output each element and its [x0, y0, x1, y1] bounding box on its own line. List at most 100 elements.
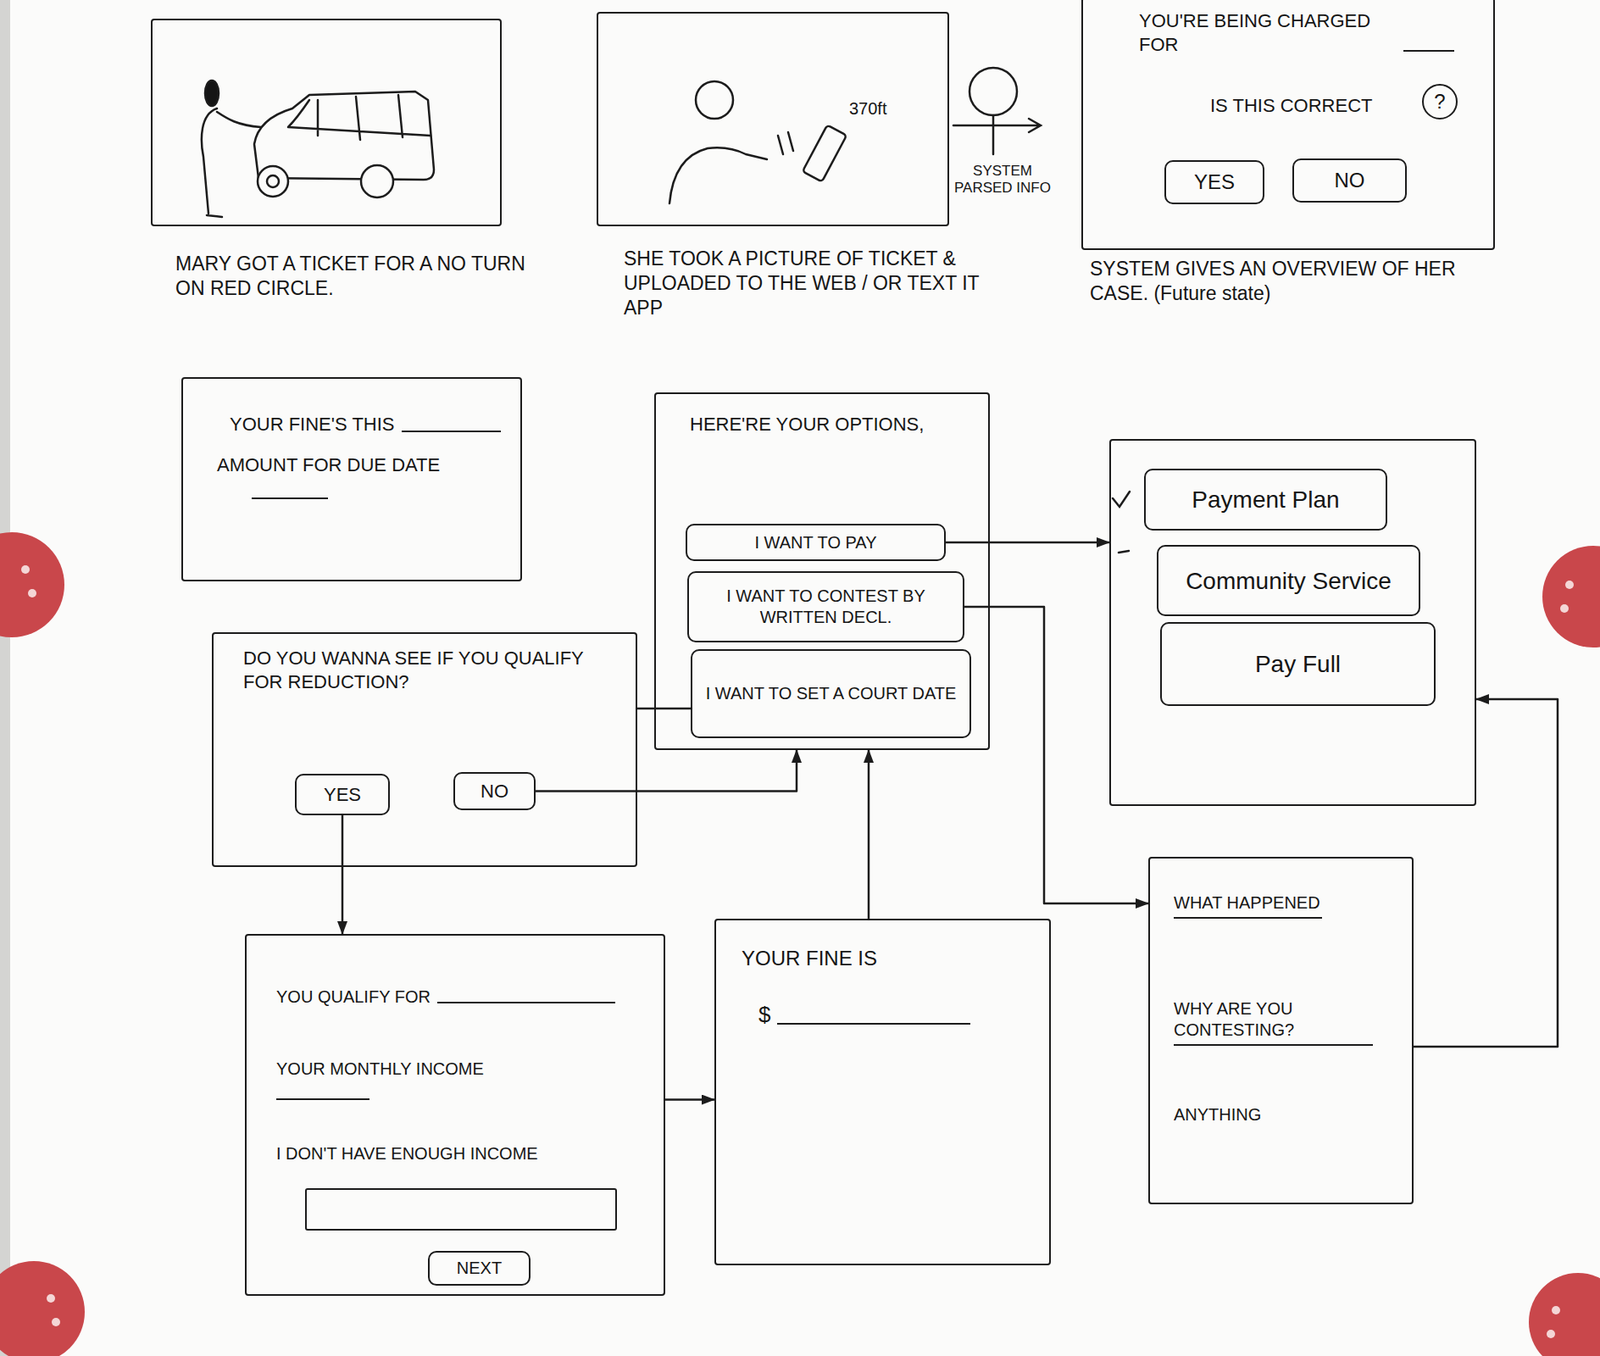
button-box: YES [294, 773, 390, 816]
van-hub [266, 175, 279, 188]
magnet-dot [1560, 604, 1569, 613]
option-marks [1112, 491, 1130, 553]
storyboard-panel: Payment PlanCommunity ServicePay Full [1109, 438, 1477, 806]
text-line: WHAT HAPPENED [1173, 892, 1396, 914]
panel-text: $ [758, 1000, 771, 1029]
panel-text: ANYTHING [1173, 1104, 1262, 1126]
van-wheel [257, 166, 289, 197]
text-row: SYSTEM GIVES AN OVERVIEW OF HER CASE. (F… [1089, 256, 1514, 306]
text-line: YOUR FINE'S THIS [229, 412, 501, 437]
person-body [201, 108, 262, 217]
text-row: AMOUNT FOR DUE DATE [216, 453, 506, 500]
text-line: I DON'T HAVE ENOUGH INCOME [276, 1143, 633, 1165]
flow-arrow [535, 750, 797, 792]
panel-text: YOU QUALIFY FOR [276, 986, 431, 1008]
magnet-dot [51, 1317, 61, 1327]
system-head [969, 67, 1017, 116]
text-line: YOUR MONTHLY INCOME [276, 1058, 616, 1080]
button-label: NO [1334, 167, 1366, 194]
text-line: IS THIS CORRECT [1210, 94, 1414, 118]
panel-text: WHY ARE YOU CONTESTING? [1173, 998, 1396, 1041]
flow-arrow [637, 707, 691, 711]
magnet-dot [1551, 1305, 1561, 1315]
panel-text: I DON'T HAVE ENOUGH INCOME [276, 1143, 539, 1165]
panel-text: YOUR FINE IS [741, 945, 878, 972]
photo-scene [669, 81, 847, 204]
text-row: HERE'RE YOUR OPTIONS, [689, 412, 978, 437]
button-box: NO [453, 772, 536, 811]
blank-line [276, 1098, 370, 1100]
button-label: NO [480, 779, 509, 804]
button-box: YES [1164, 160, 1265, 205]
camera-flash [777, 132, 794, 155]
person-head [695, 81, 734, 119]
blank-line [1403, 50, 1455, 52]
panel-caption: SYSTEM GIVES AN OVERVIEW OF HER CASE. (F… [1089, 256, 1514, 306]
text-line: WHY ARE YOU CONTESTING? [1173, 998, 1396, 1041]
annotation-label: 370ft [849, 98, 917, 119]
text-row: YOUR FINE'S THIS [229, 412, 501, 437]
panel-caption: SHE TOOK A PICTURE OF TICKET & UPLOADED … [623, 246, 989, 320]
magnet-dot [1546, 1329, 1556, 1339]
magnet [0, 532, 65, 638]
text-line: SYSTEM GIVES AN OVERVIEW OF HER CASE. (F… [1089, 256, 1514, 306]
panel-text: WHAT HAPPENED [1173, 892, 1321, 914]
text-row: WHAT HAPPENED [1173, 892, 1396, 919]
storyboard-panel: YOUR FINE'S THIS AMOUNT FOR DUE DATE [181, 377, 523, 582]
magnet-dot [46, 1294, 56, 1303]
text-row: YOUR MONTHLY INCOME [276, 1058, 616, 1100]
magnet [1542, 545, 1600, 648]
ticket-scene [201, 80, 434, 217]
panel-text: IS THIS CORRECT [1210, 94, 1373, 118]
help-mark: ? [1433, 88, 1445, 115]
text-row: MARY GOT A TICKET FOR A NO TURN ON RED C… [175, 251, 532, 301]
system-figure [953, 67, 1041, 155]
text-row: YOU'RE BEING CHARGED FOR [1138, 9, 1455, 56]
text-row: YOU QUALIFY FOR [276, 986, 616, 1008]
storyboard-panel: HERE'RE YOUR OPTIONS,I WANT TO PAYI WANT… [654, 392, 990, 750]
flow-arrow [867, 750, 871, 919]
button-box: Payment Plan [1144, 468, 1388, 531]
blank-line [251, 497, 328, 500]
system-arrow [953, 115, 1041, 155]
text-line: HERE'RE YOUR OPTIONS, [689, 412, 978, 437]
person-body [669, 147, 767, 204]
button-label: I WANT TO SET A COURT DATE [705, 683, 957, 705]
annotation-label: SYSTEM PARSED INFO [954, 162, 1051, 198]
blank-line [1173, 916, 1323, 919]
text-line: ANYTHING [1173, 1104, 1396, 1126]
storyboard-panel: YOU'RE BEING CHARGED FOR IS THIS CORRECT?… [1081, 0, 1495, 250]
text-line: MARY GOT A TICKET FOR A NO TURN ON RED C… [175, 251, 532, 301]
magnet-dot [27, 588, 37, 598]
storyboard-panel: YOUR FINE IS $ [714, 918, 1051, 1266]
storyboard-panel: YOU QUALIFY FOR YOUR MONTHLY INCOME I DON'… [244, 933, 666, 1296]
text-line: DO YOU WANNA SEE IF YOU QUALIFY FOR REDU… [243, 646, 625, 694]
phone [802, 125, 847, 183]
panel-text: AMOUNT FOR DUE DATE [216, 453, 440, 478]
text-line: YOUR FINE IS [741, 945, 996, 972]
button-label: NEXT [456, 1257, 502, 1279]
storyboard-panel: WHAT HAPPENED WHY ARE YOU CONTESTING? ANYT… [1148, 856, 1414, 1205]
text-row: $ [758, 1000, 971, 1029]
text-row: ANYTHING [1173, 1104, 1396, 1126]
panel-text: YOUR FINE'S THIS [229, 412, 395, 437]
button-box: I WANT TO SET A COURT DATE [690, 649, 972, 739]
flow-arrow [341, 815, 345, 934]
flow-arrow [945, 541, 1110, 545]
storyboard-panel: SHE TOOK A PICTURE OF TICKET & UPLOADED … [596, 11, 950, 227]
text-row: SHE TOOK A PICTURE OF TICKET & UPLOADED … [623, 246, 989, 320]
text-line: AMOUNT FOR DUE DATE [216, 453, 506, 478]
button-label: YES [1194, 169, 1235, 195]
text-line: SHE TOOK A PICTURE OF TICKET & UPLOADED … [623, 246, 989, 320]
blank-line [401, 430, 502, 433]
button-box: I WANT TO CONTEST BY WRITTEN DECL. [687, 571, 965, 643]
van-windows [288, 94, 431, 140]
button-label: I WANT TO CONTEST BY WRITTEN DECL. [700, 585, 951, 628]
blank-line [437, 1001, 616, 1004]
magnets [0, 532, 1600, 1356]
check-mark [1112, 491, 1130, 507]
button-label: Community Service [1185, 566, 1392, 596]
dash-mark [1118, 550, 1129, 553]
flow-arrow [964, 606, 1149, 904]
